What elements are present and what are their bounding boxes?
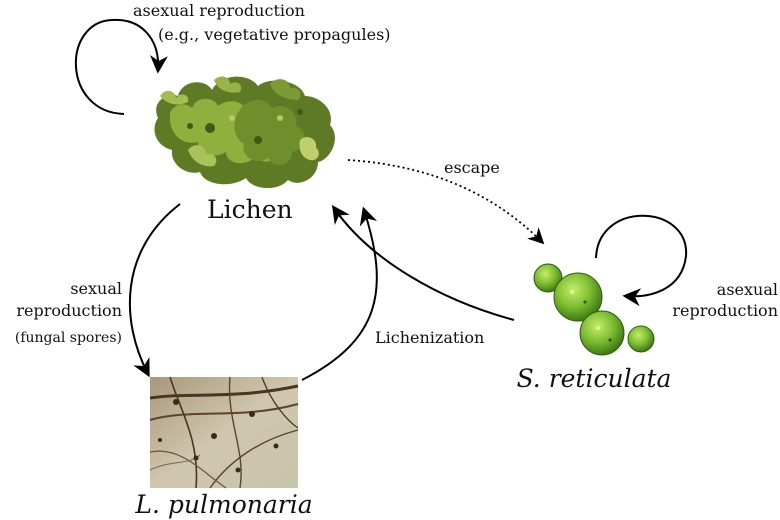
sexual-label-line1: sexual <box>70 279 122 298</box>
lichen-image <box>154 76 335 189</box>
algae-image <box>533 263 655 356</box>
lichen-label: Lichen <box>207 195 293 224</box>
sexual-reproduction-arrow <box>128 203 181 378</box>
lichen-self-loop-arrow <box>74 18 168 115</box>
lichen-asexual-label-line1: asexual reproduction <box>133 1 305 20</box>
algae-self-loop-arrow <box>595 214 688 307</box>
lichenization-label: Lichenization <box>375 328 484 347</box>
algae-asexual-label-line2: reproduction <box>672 301 778 320</box>
sexual-label-line2: reproduction <box>16 301 122 320</box>
escape-label: escape <box>444 158 500 177</box>
lichen-asexual-label-line2: (e.g., vegetative propagules) <box>158 25 391 44</box>
fungus-label: L. pulmonaria <box>134 490 312 519</box>
algae-asexual-label-line1: asexual <box>717 280 778 299</box>
fungus-image <box>149 376 299 489</box>
algae-to-lichen-arrow <box>331 205 515 321</box>
fungus-to-lichen-arrow <box>301 206 378 381</box>
sexual-label-line3: (fungal spores) <box>15 330 122 346</box>
algae-label: S. reticulata <box>517 364 672 393</box>
